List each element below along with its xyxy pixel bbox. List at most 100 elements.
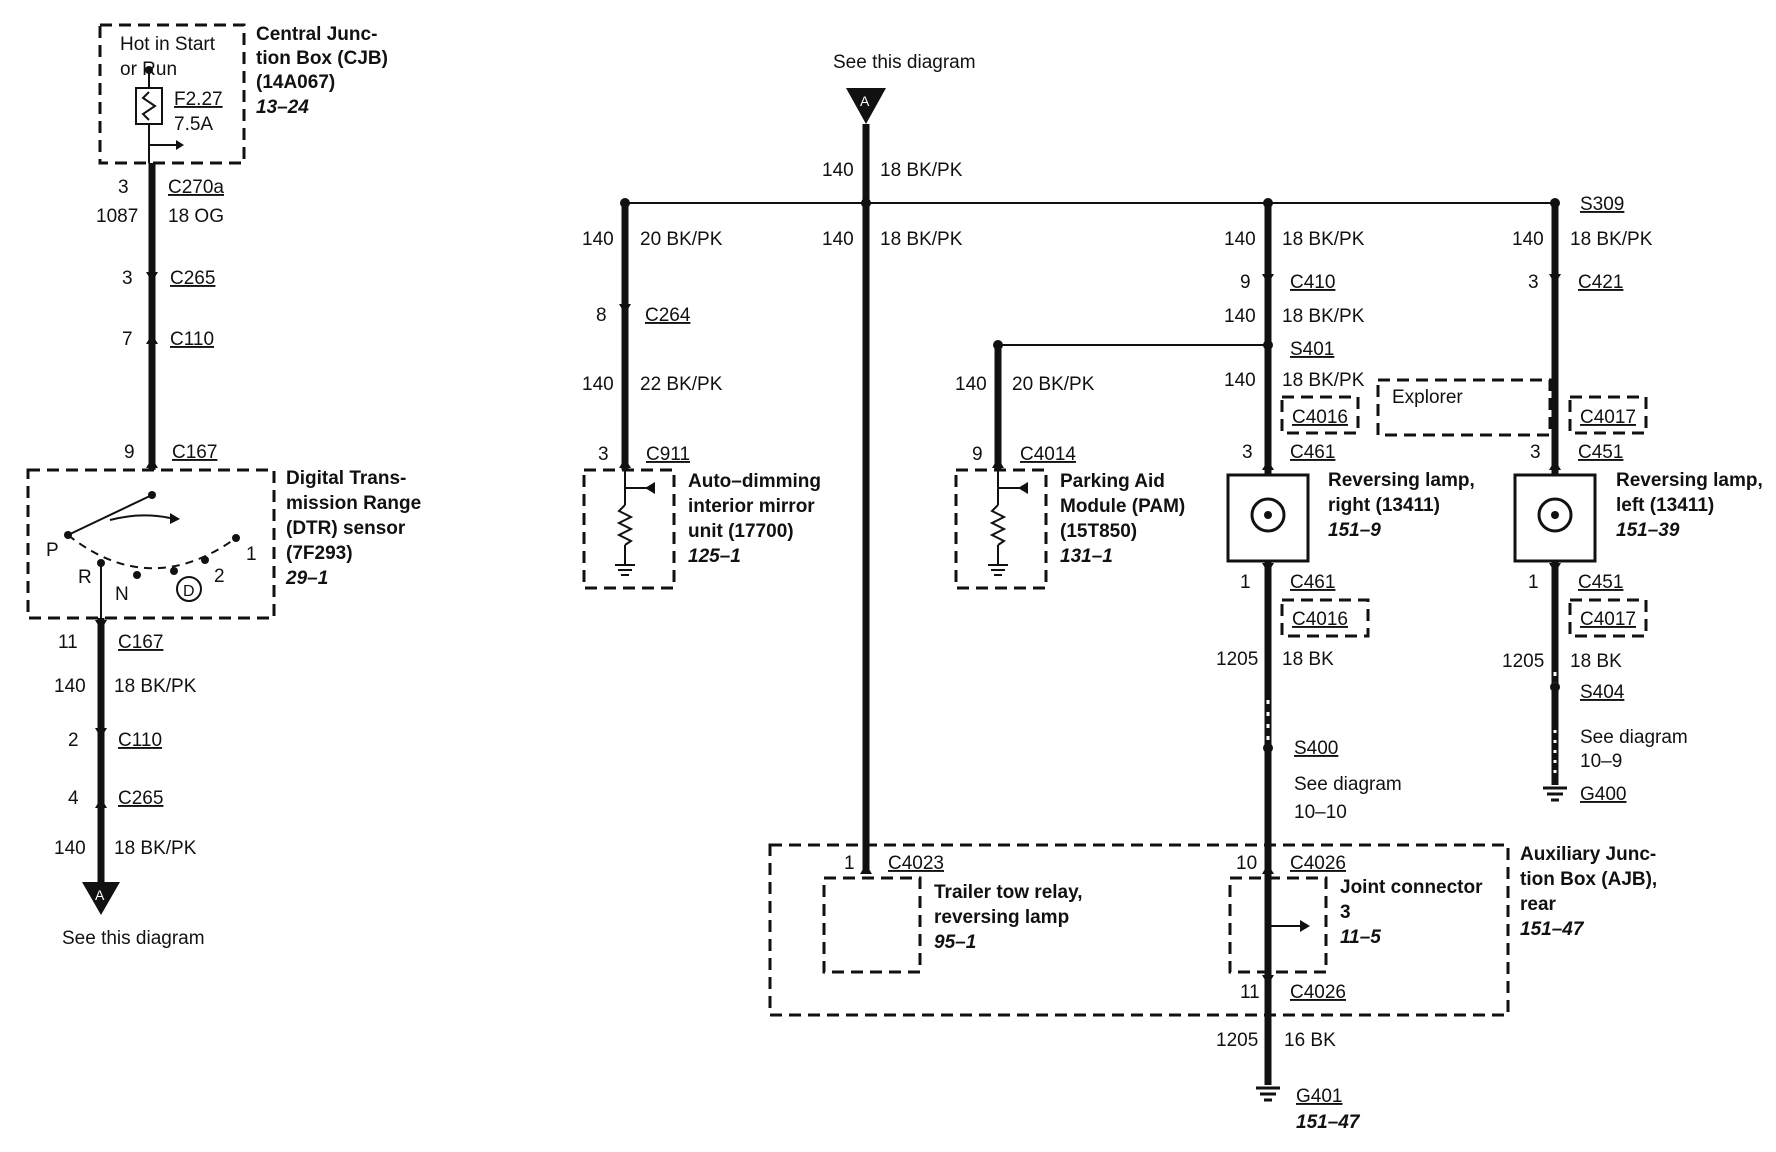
trailer-relay-box <box>822 876 922 974</box>
trailer-name-1: Trailer tow relay, <box>934 882 1083 903</box>
connector-c110b-icon <box>95 728 107 738</box>
left-lamp-bulb-icon <box>1537 497 1573 533</box>
g401-wire: 16 BK <box>1284 1030 1336 1051</box>
dtr-pos-1: 1 <box>246 544 257 565</box>
c911-pin: 3 <box>598 444 609 465</box>
c167b-pin: 11 <box>58 632 78 653</box>
see-this-diagram-top: See this diagram <box>833 52 976 73</box>
rl-name-2: right (13411) <box>1328 495 1440 516</box>
s401-label: S401 <box>1290 339 1334 360</box>
cjb-box <box>98 23 246 165</box>
dtr-ref: 29–1 <box>285 568 328 589</box>
c265b-label: C265 <box>118 788 163 809</box>
cjb-name-3: (14A067) <box>256 72 335 93</box>
cjb-box-text-1: Hot in Start <box>120 34 216 55</box>
c4026a-pin: 10 <box>1236 853 1257 874</box>
c421-label: C421 <box>1578 272 1623 293</box>
s309-label: S309 <box>1580 194 1624 215</box>
c4014-pin: 9 <box>972 444 983 465</box>
cjb-name-2: tion Box (CJB) <box>256 48 388 69</box>
c167a-pin: 9 <box>124 442 135 463</box>
ll-name-2: left (13411) <box>1616 495 1714 516</box>
s404-label: S404 <box>1580 682 1625 703</box>
c265a-pin: 3 <box>122 268 133 289</box>
c4026a-label: C4026 <box>1290 853 1346 874</box>
top-wire: 18 BK/PK <box>880 160 963 181</box>
rl-w1-wire: 18 BK/PK <box>1282 229 1365 250</box>
trailer-name-2: reversing lamp <box>934 907 1069 928</box>
c4016b-box <box>1280 598 1370 638</box>
dtr-drive-circle <box>176 576 202 602</box>
c4026b-label: C4026 <box>1290 982 1346 1003</box>
ll-name-1: Reversing lamp, <box>1616 470 1763 491</box>
pam-name-3: (15T850) <box>1060 521 1137 542</box>
rl-see-2: 10–10 <box>1294 802 1347 823</box>
rl-w2-wire: 18 BK/PK <box>1282 306 1365 327</box>
ll-w2-circuit: 1205 <box>1502 651 1544 672</box>
c461b-label: C461 <box>1290 572 1335 593</box>
c110a-pin: 7 <box>122 329 133 350</box>
g401-circuit: 1205 <box>1216 1030 1258 1051</box>
g401-ref: 151–47 <box>1296 1112 1361 1133</box>
dtr-pos-2: 2 <box>214 566 225 587</box>
mirror-w2-circuit: 140 <box>582 374 614 395</box>
c451b-pin: 1 <box>1528 572 1539 593</box>
mirror-ref: 125–1 <box>688 546 741 567</box>
trailer-ref: 95–1 <box>934 932 976 953</box>
c421-pin: 3 <box>1528 272 1539 293</box>
pam-name-2: Module (PAM) <box>1060 496 1185 517</box>
pam-box <box>954 468 1048 590</box>
explorer-label: Explorer <box>1392 387 1463 408</box>
c451b-label: C451 <box>1578 572 1623 593</box>
offpage-letter-a-top: A <box>860 93 870 109</box>
c410-pin: 9 <box>1240 272 1251 293</box>
connector-c410-icon <box>1262 274 1274 284</box>
dtr-pos-d: D <box>183 583 195 600</box>
c4016b-label: C4016 <box>1292 609 1348 630</box>
c270a-label: C270a <box>168 177 224 198</box>
left-circuit: Hot in Start or Run F2.27 7.5A Central J… <box>26 23 421 949</box>
explorer-box <box>1376 378 1552 437</box>
mirror-resistor-icon <box>616 504 634 546</box>
c4017a-box <box>1568 395 1648 435</box>
joint-arrow-icon <box>1300 920 1310 932</box>
mirror-w1-circuit: 140 <box>582 229 614 250</box>
c4017b-box <box>1568 598 1648 638</box>
c264-pin: 8 <box>596 305 607 326</box>
ll-w1-wire: 18 BK/PK <box>1570 229 1653 250</box>
dtr-name-2: mission Range <box>286 493 421 514</box>
rl-see-1: See diagram <box>1294 774 1402 795</box>
c264-label: C264 <box>645 305 691 326</box>
mirror-w1-wire: 20 BK/PK <box>640 229 723 250</box>
pam-resistor-icon <box>989 504 1007 546</box>
c265b-pin: 4 <box>68 788 79 809</box>
dtr-name-3: (DTR) sensor <box>286 518 406 539</box>
connector-c110-icon <box>146 334 158 344</box>
mirror-name-1: Auto–dimming <box>688 471 821 492</box>
c461b-pin: 1 <box>1240 572 1251 593</box>
fuse-amps: 7.5A <box>174 114 213 135</box>
ground-g400-icon <box>1543 786 1567 802</box>
ajb-name-2: tion Box (AJB), <box>1520 869 1657 890</box>
c4016a-box <box>1280 395 1360 435</box>
c911-label: C911 <box>646 444 690 465</box>
dtr-pos-r: R <box>78 567 92 588</box>
circuit-140-b: 140 <box>54 838 86 859</box>
c4014-label: C4014 <box>1020 444 1076 465</box>
ajb-name-1: Auxiliary Junc- <box>1520 844 1656 865</box>
wire-bkpk-b: 18 BK/PK <box>114 838 197 859</box>
dtr-name-4: (7F293) <box>286 543 353 564</box>
g401-label: G401 <box>1296 1086 1342 1107</box>
c4017a-label: C4017 <box>1580 407 1636 428</box>
circuit-1087: 1087 <box>96 206 138 227</box>
pam-w1-circuit: 140 <box>955 374 987 395</box>
joint-name-2: 3 <box>1340 902 1351 923</box>
dtr-name-1: Digital Trans- <box>286 468 406 489</box>
mirror-unit-box <box>582 468 676 590</box>
g400-label: G400 <box>1580 784 1626 805</box>
joint-connector-box <box>1228 876 1328 974</box>
c4016a-label: C4016 <box>1292 407 1348 428</box>
rl-w4-circuit: 1205 <box>1216 649 1258 670</box>
dtr-switch-arm <box>67 494 153 536</box>
dtr-pos-n: N <box>115 584 129 605</box>
